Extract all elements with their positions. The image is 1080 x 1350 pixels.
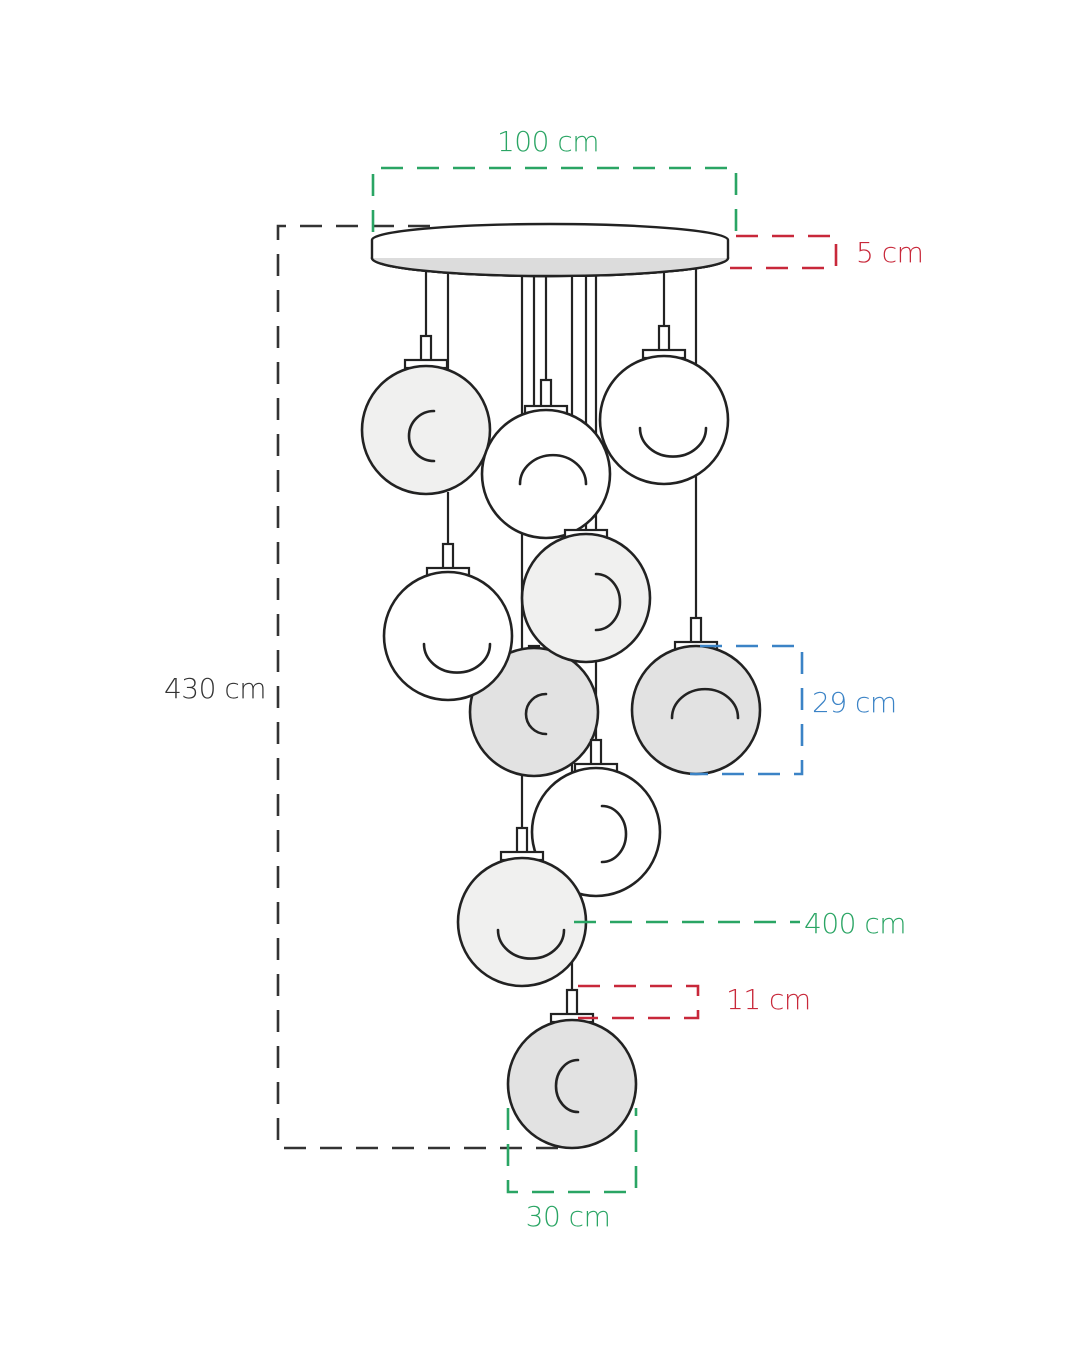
globe: [456, 826, 588, 988]
canopy: [370, 222, 730, 278]
globe: [506, 988, 638, 1150]
globe: [468, 644, 600, 778]
cord-length-label: 400 cm: [804, 907, 906, 940]
total-height-line: [276, 224, 560, 1150]
canopy-bottom-edge: [370, 257, 730, 278]
globe-diameter-large-line: [506, 1108, 638, 1194]
globe: [520, 528, 652, 664]
canopy-height-label: 5 cm: [856, 236, 923, 269]
socket-height-line: [578, 984, 700, 1020]
globe-diameter-small-label: 29 cm: [812, 686, 897, 719]
canopy-width-line: [371, 166, 738, 232]
globe: [382, 542, 514, 702]
canopy-width-label: 100 cm: [497, 125, 599, 158]
globe: [360, 334, 492, 496]
canopy-height-line: [726, 234, 838, 270]
socket-height-label: 11 cm: [726, 983, 811, 1016]
globe: [480, 378, 612, 540]
globe: [598, 324, 730, 486]
globe-diameter-large-label: 30 cm: [526, 1200, 611, 1233]
globe: [630, 616, 762, 776]
globe-diameter-small-line: [690, 644, 804, 776]
globe: [530, 738, 662, 898]
total-height-label: 430 cm: [164, 672, 266, 705]
